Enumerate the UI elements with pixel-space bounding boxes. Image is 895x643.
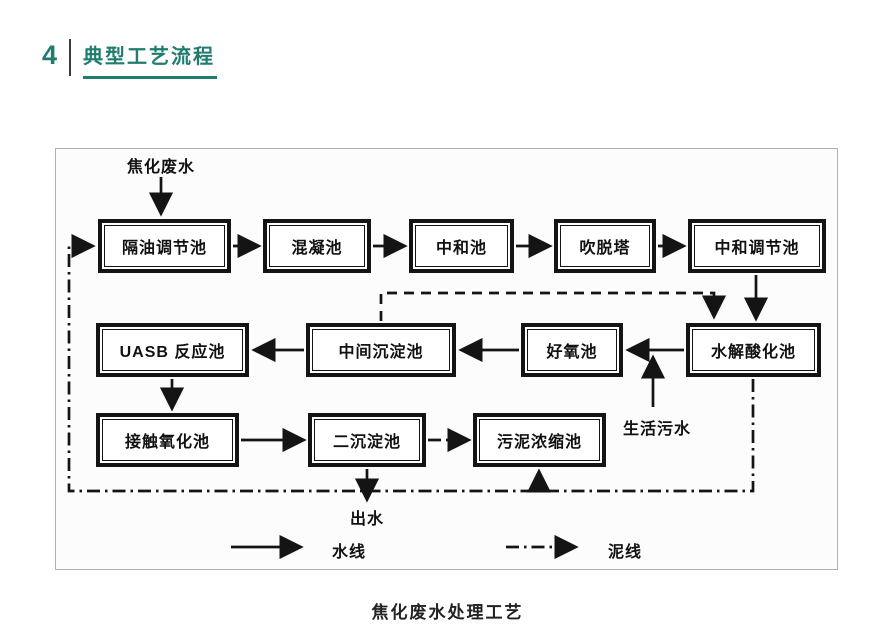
section-title: 典型工艺流程 <box>83 36 218 79</box>
figure-caption: 焦化废水处理工艺 <box>371 603 524 622</box>
section-title-wrap: 典型工艺流程 <box>71 36 218 79</box>
domestic-sewage-label: 生活污水 <box>622 421 691 438</box>
flow-lines <box>67 177 769 560</box>
sludge-return-intermediate-to-hydrolysis <box>379 291 727 321</box>
section-number: 4 <box>42 40 58 70</box>
box-sludge-thickening-tank: 污泥浓缩池 <box>473 413 606 467</box>
process-flow-diagram: 隔油调节池 混凝池 中和池 吹脱塔 中和调节池 UASB 反应池 中间沉淀池 好… <box>55 148 838 570</box>
box-neutralization-regulation-tank: 中和调节池 <box>688 219 826 273</box>
legend-water-label: 水线 <box>331 544 366 561</box>
effluent-label: 出水 <box>349 511 384 528</box>
sludge-return-bus-to-oil-tank <box>67 233 755 493</box>
section-header: 4 典型工艺流程 <box>42 36 218 79</box>
section-divider <box>69 39 72 76</box>
box-uasb-reactor: UASB 反应池 <box>96 323 249 377</box>
box-coagulation-tank: 混凝池 <box>263 219 371 273</box>
box-stripping-tower: 吹脱塔 <box>554 219 656 273</box>
box-contact-oxidation-tank: 接触氧化池 <box>96 413 239 467</box>
legend-sludge-label: 泥线 <box>607 544 642 561</box>
box-neutralization-tank: 中和池 <box>409 219 514 273</box>
box-hydrolysis-acidification-tank: 水解酸化池 <box>686 323 821 377</box>
box-intermediate-sedimentation-tank: 中间沉淀池 <box>306 323 456 377</box>
influent-label: 焦化废水 <box>126 159 195 176</box>
box-aerobic-tank: 好氧池 <box>521 323 623 377</box>
box-secondary-sedimentation-tank: 二沉淀池 <box>308 413 426 467</box>
box-oil-separation-regulation-tank: 隔油调节池 <box>98 219 231 273</box>
